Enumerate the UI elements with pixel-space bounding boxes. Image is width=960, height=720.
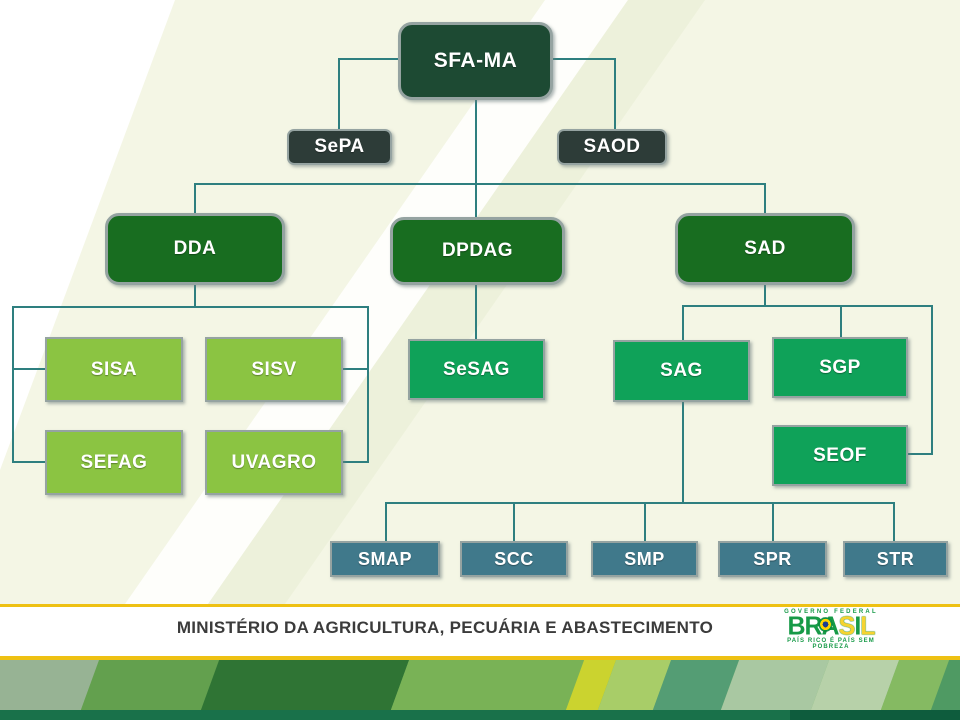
org-node-label: SAD [744, 238, 786, 259]
connector-line [513, 502, 515, 541]
org-node-sfa-ma: SFA-MA [398, 22, 553, 100]
org-node-uvagro: UVAGRO [205, 430, 343, 495]
org-node-str: STR [843, 541, 948, 577]
connector-line [840, 305, 842, 337]
org-node-saod: SAOD [557, 129, 667, 165]
gold-divider [0, 656, 960, 660]
brasil-government-logo: GOVERNO FEDERAL BRASIL PAÍS RICO É PAÍS … [770, 607, 892, 655]
org-node-spr: SPR [718, 541, 827, 577]
org-node-label: SAG [660, 360, 703, 381]
connector-line [644, 502, 646, 541]
org-node-label: SGP [819, 356, 861, 378]
org-node-label: SCC [494, 548, 534, 569]
connector-line [475, 183, 477, 219]
connector-line [682, 401, 684, 503]
org-node-sgp: SGP [772, 337, 908, 398]
connector-line [12, 306, 369, 308]
org-node-scc: SCC [460, 541, 568, 577]
org-node-label: DPDAG [441, 240, 514, 261]
org-node-label: SISA [90, 358, 138, 380]
connector-line [772, 502, 774, 541]
logo-letters: L [860, 611, 875, 641]
footer-bottom-strip [0, 710, 960, 720]
connector-line [194, 284, 196, 307]
connector-line [385, 502, 387, 541]
footer-stripe [387, 660, 588, 710]
org-node-sepa: SePA [287, 129, 392, 165]
connector-line [475, 284, 477, 339]
connector-line [908, 453, 933, 455]
org-node-sesag: SeSAG [408, 339, 545, 400]
footer-stripe-band [0, 660, 960, 710]
connector-line [343, 368, 369, 370]
connector-line [194, 183, 196, 215]
connector-line [893, 502, 895, 541]
connector-line [552, 58, 616, 60]
connector-line [682, 305, 933, 307]
org-node-sad: SAD [675, 213, 855, 285]
org-node-label: SAOD [583, 136, 641, 157]
logo-tagline-top: GOVERNO FEDERAL [784, 609, 878, 615]
connector-line [385, 502, 895, 504]
org-node-dpdag: DPDAG [390, 217, 565, 285]
org-node-label: DDA [173, 238, 217, 259]
connector-line [12, 306, 14, 463]
org-node-label: SPR [753, 548, 792, 569]
org-node-sefag: SEFAG [45, 430, 183, 495]
logo-wordmark: BRASIL [770, 611, 892, 641]
footer-bottom-strip [790, 710, 960, 720]
connector-line [12, 461, 45, 463]
org-node-smp: SMP [591, 541, 698, 577]
org-node-sisa: SISA [45, 337, 183, 402]
footer-stripe [77, 660, 223, 710]
brazil-flag-ball-icon [819, 617, 832, 632]
ministry-title: MINISTÉRIO DA AGRICULTURA, PECUÁRIA E AB… [176, 618, 714, 637]
org-node-label: SISV [251, 358, 297, 380]
connector-line [12, 368, 45, 370]
connector-line [682, 305, 684, 340]
logo-letters: S [838, 611, 856, 641]
connector-line [338, 58, 340, 131]
org-node-sag: SAG [613, 340, 750, 402]
org-node-label: SEFAG [80, 451, 148, 473]
org-node-label: UVAGRO [231, 451, 317, 473]
connector-line [343, 461, 369, 463]
connector-line [764, 183, 766, 215]
connector-line [931, 305, 933, 455]
connector-line [367, 306, 369, 463]
org-node-smap: SMAP [330, 541, 440, 577]
org-node-label: SFA-MA [433, 49, 518, 72]
org-node-seof: SEOF [772, 425, 908, 486]
connector-line [614, 58, 616, 131]
connector-line [475, 98, 477, 185]
logo-tagline-bottom: PAÍS RICO É PAÍS SEM POBREZA [787, 638, 875, 650]
connector-line [338, 58, 400, 60]
org-node-sisv: SISV [205, 337, 343, 402]
connector-line [194, 183, 766, 185]
org-node-label: SMAP [357, 548, 412, 569]
logo-letters: I [854, 611, 861, 641]
connector-line [764, 284, 766, 306]
footer-stripe [197, 660, 413, 710]
org-node-dda: DDA [105, 213, 285, 285]
org-node-label: SEOF [813, 444, 867, 466]
org-node-label: SePA [314, 136, 365, 157]
org-node-label: SMP [624, 548, 665, 569]
gold-divider [0, 604, 960, 607]
org-node-label: SeSAG [443, 358, 510, 380]
org-node-label: STR [876, 548, 915, 569]
